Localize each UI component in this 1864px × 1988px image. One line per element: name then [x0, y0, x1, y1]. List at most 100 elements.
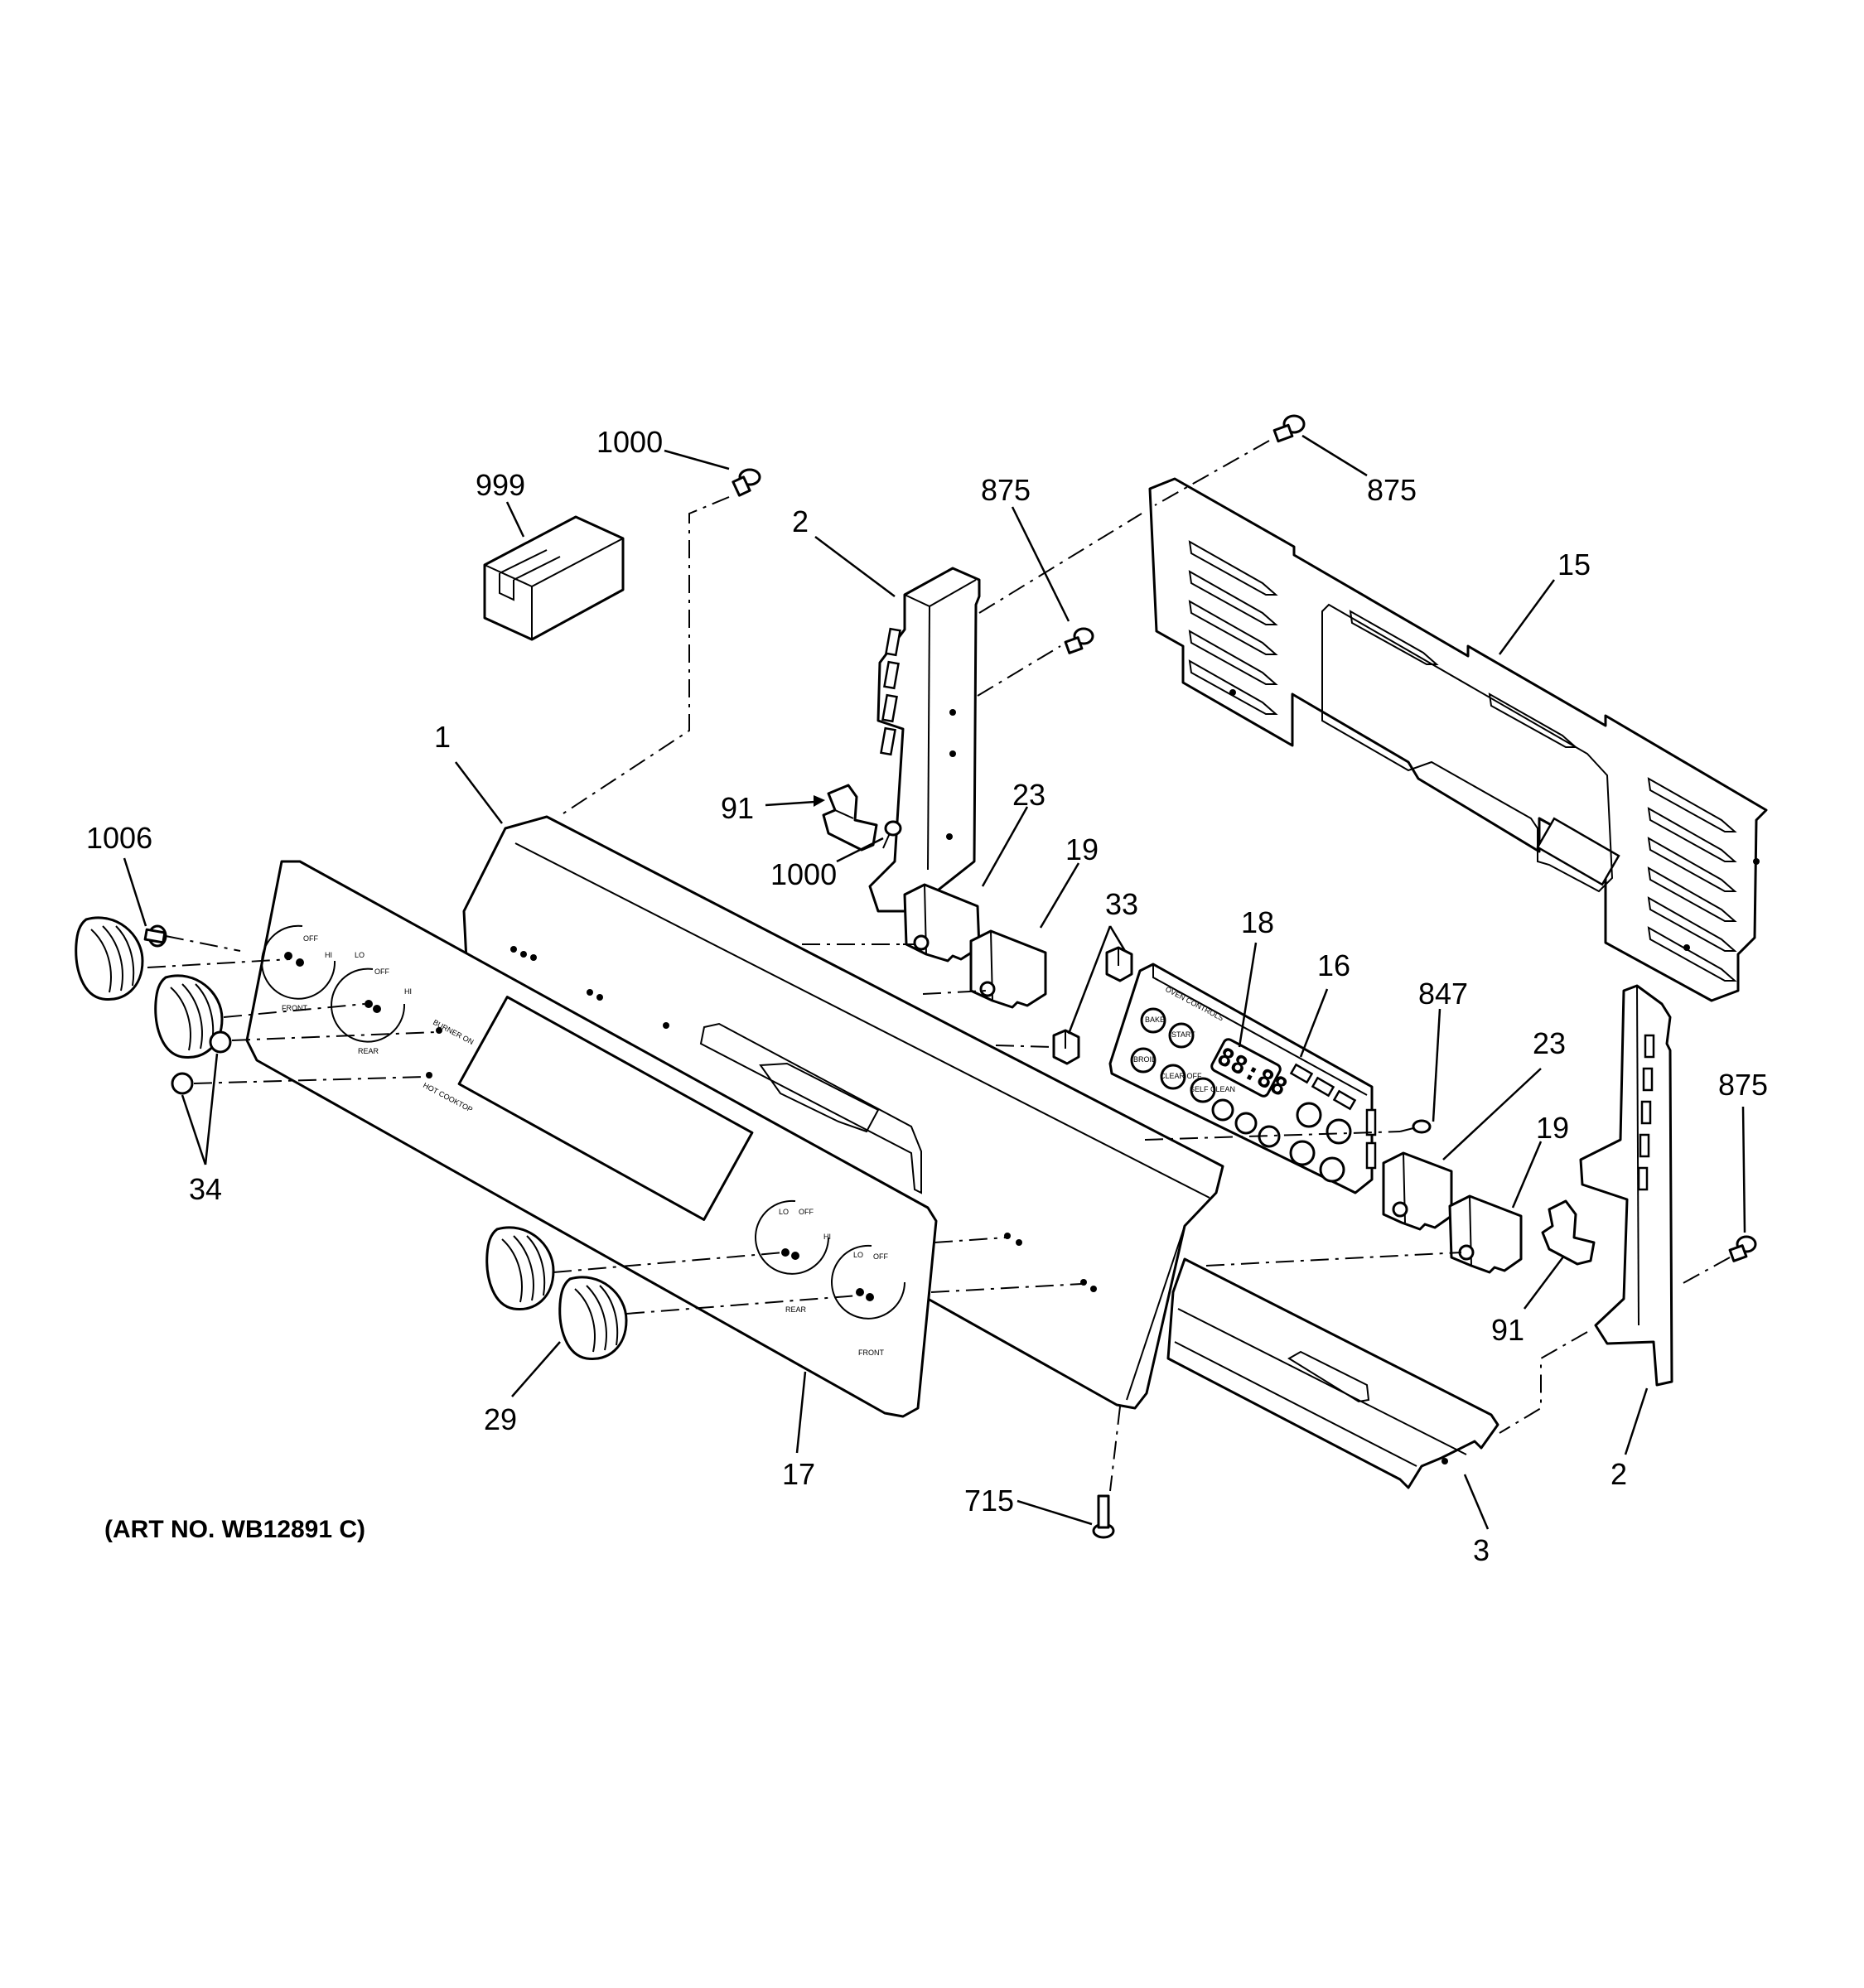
screw-1000-mid [882, 820, 902, 849]
callout-715: 715 [964, 1484, 1014, 1518]
screw-1000-top [732, 468, 761, 497]
part-91-right-bracket [1541, 1199, 1596, 1266]
callout-1: 1 [434, 720, 451, 754]
louvers-mid [1349, 610, 1578, 748]
label-rear-right: REAR [785, 1305, 807, 1314]
label-lo-2: LO [779, 1208, 789, 1216]
assembly-line-knob-left-2 [223, 1003, 365, 1018]
callout-91-left: 91 [721, 791, 754, 825]
part-16-oven-control: 88:88 OVEN CONTROLS BAKE START BROIL CLE… [1108, 963, 1377, 1194]
label-self-clean: SELF CLEAN [1190, 1085, 1235, 1093]
assembly-line-1006 [165, 935, 241, 952]
callout-999: 999 [476, 468, 525, 502]
assembly-line-switch-19-right [1205, 1252, 1462, 1267]
screw-875-top [1272, 414, 1306, 443]
part-19-switch-right [1448, 1194, 1523, 1274]
part-15-back-panel [1148, 477, 1768, 1002]
label-off-4: OFF [873, 1252, 888, 1261]
callout-34: 34 [189, 1172, 222, 1206]
part-3-trim [1166, 1257, 1499, 1489]
display-window [1210, 1038, 1282, 1098]
assembly-line-switch-33 [995, 1045, 1053, 1048]
callout-1000-mid: 1000 [770, 857, 837, 891]
callout-19-left: 19 [1065, 832, 1099, 866]
assembly-line-715 [1109, 1406, 1121, 1492]
label-hi-1: HI [325, 951, 332, 959]
part-33-switch-b [1052, 1029, 1080, 1065]
part-23-switch-right [1382, 1151, 1453, 1231]
louvers-right [1647, 777, 1737, 982]
assembly-line-875-top [1154, 440, 1270, 506]
assembly-line-switch-19-left [922, 990, 987, 995]
part-2-left-endcap [868, 567, 981, 913]
assembly-line-1000 [563, 496, 730, 814]
callout-17: 17 [782, 1457, 815, 1491]
callout-875-top: 875 [1367, 473, 1417, 507]
knob-left-1 [75, 916, 144, 1001]
knob-29-a [485, 1226, 555, 1311]
assembly-line-875-mid-b [977, 645, 1061, 697]
assembly-line-console-dots-b [930, 1283, 1083, 1293]
label-front-left: FRONT [282, 1004, 307, 1012]
callout-19-right: 19 [1536, 1111, 1569, 1145]
label-off-3: OFF [799, 1208, 814, 1216]
callout-labels: 1000 999 2 875 875 15 1 91 1000 23 19 33… [86, 425, 1768, 1567]
keypad-buttons: BAKE START BROIL CLEAR OFF SELF CLEAN [1130, 1007, 1352, 1183]
part-23-switch-left [903, 883, 981, 963]
label-off-1: OFF [303, 934, 318, 943]
label-lo-1: LO [355, 951, 365, 959]
assembly-line-knob-left-1 [147, 958, 291, 968]
assembly-line-875-mid-a [978, 513, 1142, 614]
callout-23-left: 23 [1012, 778, 1045, 812]
label-clear-off: CLEAR OFF [1160, 1072, 1202, 1080]
callout-29: 29 [484, 1402, 517, 1436]
callout-1000-top: 1000 [596, 425, 663, 459]
part-17-control-panel: OFF OFF LO HI HI FRONT REAR BURNER ON HO… [245, 860, 1097, 1418]
callout-875-mid: 875 [981, 473, 1031, 507]
callout-15: 15 [1557, 548, 1591, 581]
callout-91-right: 91 [1491, 1313, 1524, 1347]
screw-875-mid [1064, 627, 1094, 654]
assembly-line-knob-29-b [625, 1295, 859, 1315]
label-bake: BAKE [1145, 1016, 1165, 1024]
callout-16: 16 [1317, 948, 1350, 982]
callout-847: 847 [1418, 977, 1468, 1011]
label-hi-2: HI [404, 987, 412, 996]
louvers-left [1188, 540, 1278, 715]
knob-29-b [558, 1276, 628, 1361]
callout-875-right: 875 [1718, 1068, 1768, 1102]
callout-2-left: 2 [792, 504, 809, 538]
control-board-components [1289, 1063, 1377, 1170]
part-2-right-endcap [1579, 984, 1673, 1387]
knob-left-2 [154, 974, 224, 1059]
part-33-switch-a [1105, 946, 1133, 982]
callout-1006: 1006 [86, 821, 152, 855]
assembly-line-875-right [1681, 1257, 1731, 1285]
label-lo-3: LO [853, 1251, 863, 1259]
screw-847 [1399, 1119, 1432, 1134]
callout-33: 33 [1105, 887, 1138, 921]
leader-lines [123, 434, 1746, 1530]
label-off-2: OFF [374, 967, 389, 976]
label-front-right: FRONT [858, 1349, 884, 1357]
label-broil: BROIL [1133, 1055, 1156, 1064]
assembly-line-knob-29-a [553, 1252, 785, 1273]
dial-rings-right: OFF OFF LO LO HI REAR FRONT [755, 1199, 905, 1357]
label-start-1: START [1171, 1030, 1195, 1039]
label-hi-3: HI [823, 1233, 831, 1241]
part-999-box [483, 515, 625, 641]
art-number: (ART NO. WB12891 C) [104, 1516, 365, 1543]
part-19-switch-left [969, 929, 1047, 1009]
callout-2-right: 2 [1610, 1457, 1627, 1491]
part-91-left-bracket [822, 784, 878, 852]
part-34-light-a [209, 1030, 232, 1054]
screw-1006 [143, 924, 167, 948]
assembly-line-endcap-right [1499, 1331, 1588, 1434]
part-34-light-b [171, 1072, 194, 1095]
screw-715 [1092, 1494, 1115, 1539]
screw-875-right [1728, 1235, 1757, 1262]
label-rear-left: REAR [358, 1047, 379, 1055]
assembly-line-console-dots [934, 1237, 1007, 1243]
assembly-line-847 [1144, 1131, 1401, 1141]
